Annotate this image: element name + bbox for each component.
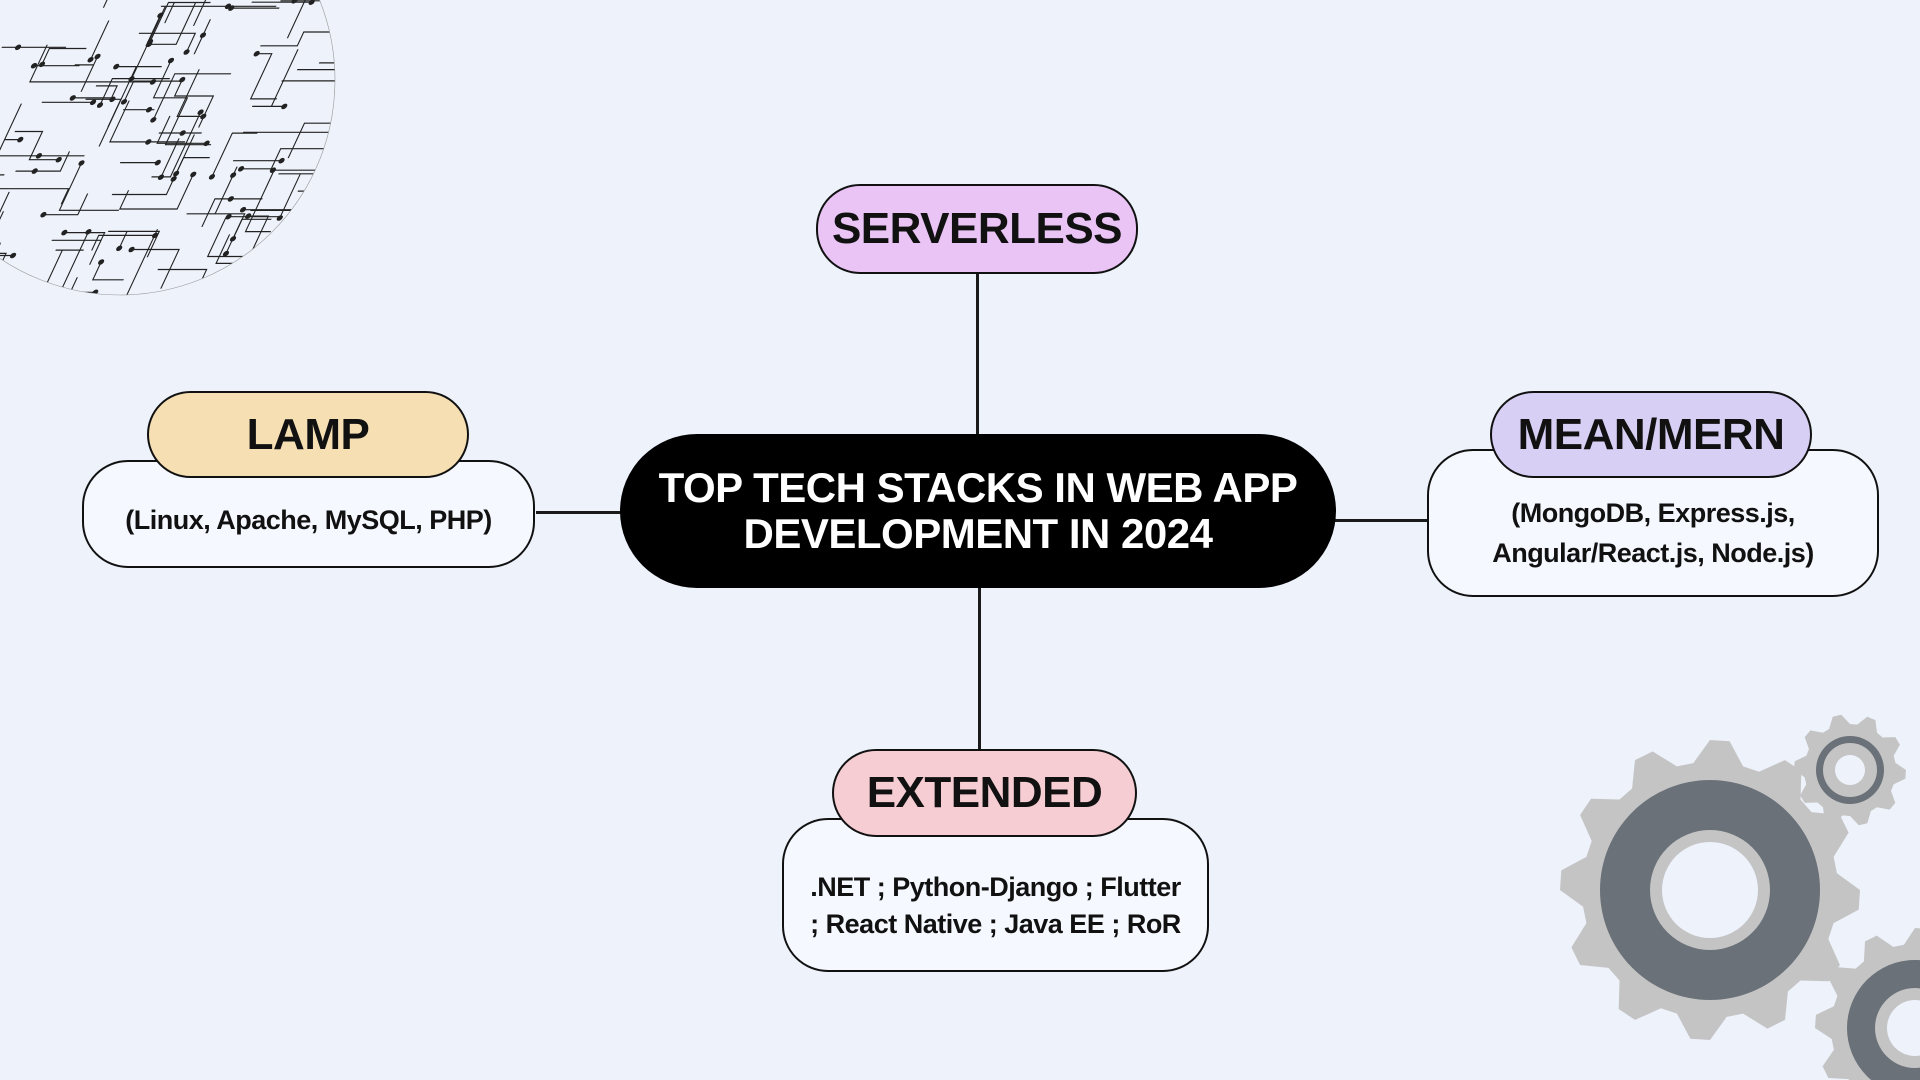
connector-mean-mern xyxy=(1334,519,1428,522)
serverless-label-pill: SERVERLESS xyxy=(816,184,1138,274)
extended-label: EXTENDED xyxy=(866,768,1103,817)
extended-description: .NET ; Python-Django ; Flutter ; React N… xyxy=(810,872,1181,939)
extended-label-pill: EXTENDED xyxy=(832,749,1137,837)
connector-extended xyxy=(978,586,981,750)
extended-description-box: .NET ; Python-Django ; Flutter ; React N… xyxy=(782,818,1209,972)
lamp-description-box: (Linux, Apache, MySQL, PHP) xyxy=(82,460,535,568)
lamp-label: LAMP xyxy=(246,409,370,459)
serverless-label: SERVERLESS xyxy=(831,204,1123,253)
mean-mern-label: MEAN/MERN xyxy=(1517,409,1785,459)
mean-mern-description: (MongoDB, Express.js, Angular/React.js, … xyxy=(1492,498,1814,568)
lamp-label-pill: LAMP xyxy=(147,391,469,478)
mean-mern-label-pill: MEAN/MERN xyxy=(1490,391,1812,478)
center-title: TOP TECH STACKS IN WEB APP DEVELOPMENT I… xyxy=(658,464,1298,557)
center-topic-node: TOP TECH STACKS IN WEB APP DEVELOPMENT I… xyxy=(620,434,1336,588)
connector-serverless xyxy=(976,272,979,436)
lamp-description: (Linux, Apache, MySQL, PHP) xyxy=(125,504,492,535)
connector-lamp xyxy=(536,511,622,514)
circuit-globe-icon xyxy=(0,0,336,296)
